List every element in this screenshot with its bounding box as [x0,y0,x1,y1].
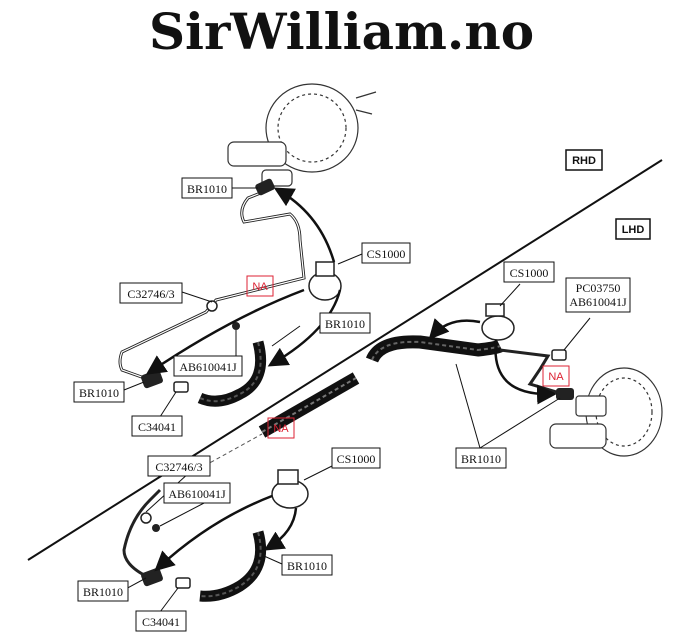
hose-lhd-middle [258,372,360,438]
fitting-br1010-lhd-right [556,388,574,400]
fitting-c34041-lhd [175,577,191,589]
label-br1010-lhd-right: BR1010 [461,452,501,466]
clamp-cs1000-lhd-upper [481,303,515,341]
label-br1010-lhd-hose: BR1010 [287,559,327,573]
label-ab610041j-lhd: AB610041J [168,487,226,501]
hose-lhd-lower [199,530,267,602]
label-cs1000-rhd: CS1000 [367,247,406,261]
label-pc03750: PC03750 [576,281,621,295]
bolt-ab610041j-rhd [232,322,240,330]
label-c34041-lhd: C34041 [142,615,180,629]
label-c32746-rhd: C32746/3 [127,287,174,301]
region-lhd: LHD [622,224,645,236]
label-br1010-rhd-hose: BR1010 [325,317,365,331]
clip-c32746-lhd [140,512,152,524]
clamp-cs1000-lhd-lower [271,469,309,509]
label-na-lhd-right: NA [548,371,564,383]
label-ab610041j-rhd: AB610041J [179,360,237,374]
fitting-br1010-top [255,178,275,196]
region-rhd: RHD [572,155,596,167]
label-br1010-top: BR1010 [187,182,227,196]
fitting-br1010-lhd-lower [141,567,163,587]
brake-pipe-lhd [499,348,571,398]
bolt-ab610041j-lhd [152,524,160,532]
brake-servo-rhd [227,83,377,187]
label-ab610041j-lhd-right: AB610041J [569,295,627,309]
brake-servo-lhd [549,367,663,457]
label-c34041-rhd: C34041 [138,420,176,434]
hose-rhd [197,340,267,407]
rhd-lhd-divider [27,159,663,561]
label-na-rhd: NA [252,281,268,293]
brake-pipe-lhd-lower [122,488,162,580]
site-title: SirWilliam.no [148,2,535,61]
label-c32746-lhd: C32746/3 [155,460,202,474]
label-na-middle: NA [273,423,289,435]
label-cs1000-lhd-top: CS1000 [510,266,549,280]
clamp-cs1000-rhd [308,261,342,301]
label-cs1000-lhd-bottom: CS1000 [337,452,376,466]
clip-c32746-rhd [206,300,218,312]
fitting-pc03750 [551,349,567,361]
label-br1010-rhd-left: BR1010 [79,386,119,400]
fitting-c34041-rhd [173,381,189,393]
label-br1010-lhd-left: BR1010 [83,585,123,599]
